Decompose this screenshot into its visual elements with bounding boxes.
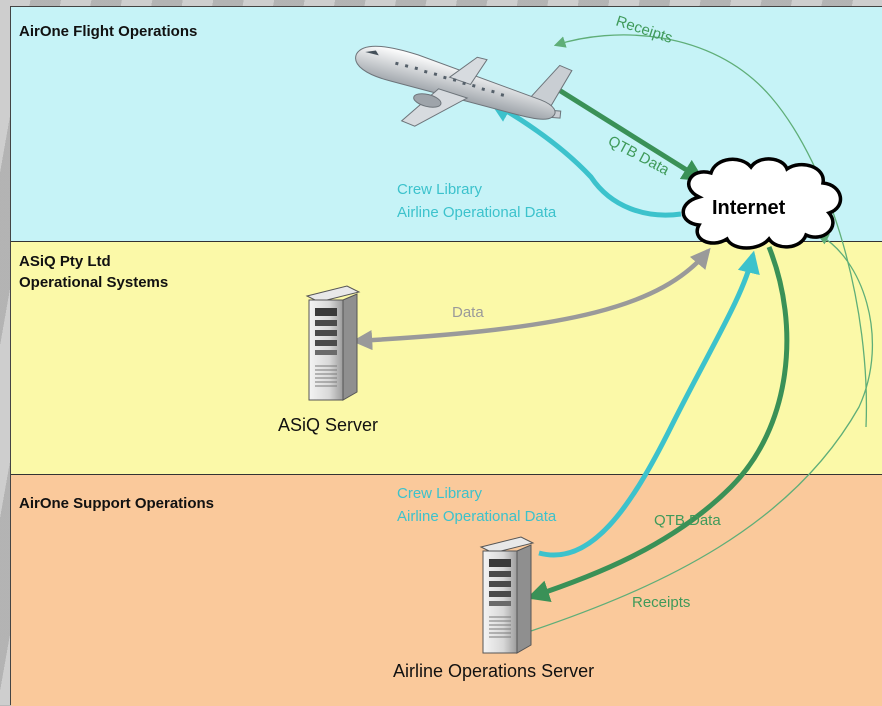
diagram-overlay: Internet Receipts QTB Data Crew Library … <box>278 13 873 681</box>
label-crew-top-2: Airline Operational Data <box>397 204 557 221</box>
label-crew-top-1: Crew Library <box>397 181 483 198</box>
flow-crew-top <box>489 100 682 218</box>
label-crew-bottom-2: Airline Operational Data <box>397 508 557 525</box>
label-receipts-top: Receipts <box>614 13 675 47</box>
asiq-server-label: ASiQ Server <box>278 415 378 435</box>
label-qtb-bottom: QTB Data <box>654 512 721 529</box>
airplane-icon <box>355 45 573 127</box>
band-title-asiq-line1: ASiQ Pty Ltd <box>19 253 111 270</box>
band-title-flight: AirOne Flight Operations <box>19 23 198 40</box>
server-tower-icon <box>305 285 361 401</box>
flow-data <box>351 247 711 351</box>
internet-label: Internet <box>712 197 786 219</box>
label-data: Data <box>452 304 484 321</box>
flow-qtb-top <box>549 82 705 182</box>
label-crew-bottom-1: Crew Library <box>397 485 483 502</box>
flow-receipts-top <box>553 34 868 428</box>
cloud-icon <box>681 157 843 250</box>
band-title-asiq-line2: Operational Systems <box>19 274 169 291</box>
flow-receipts-bottom <box>530 233 873 632</box>
airline-server-label: Airline Operations Server <box>393 661 594 681</box>
band-title-support: AirOne Support Operations <box>19 495 215 512</box>
network-diagram: AirOne Flight Operations ASiQ Pty Ltd Op… <box>10 6 882 706</box>
server-tower-icon <box>479 536 535 654</box>
flow-crew-bottom <box>538 250 760 558</box>
label-receipts-bottom: Receipts <box>632 594 690 611</box>
band-support-operations: AirOne Support Operations <box>11 475 882 706</box>
flow-qtb-bottom <box>526 246 790 602</box>
